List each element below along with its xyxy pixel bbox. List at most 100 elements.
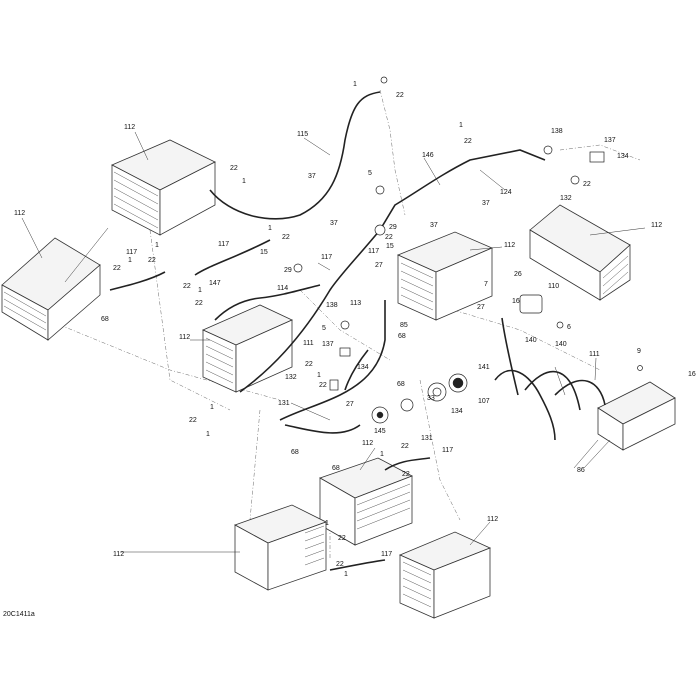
callout-20: 22 [319,382,327,389]
dashed-guide-lines [59,89,641,560]
callout-1: 1 [155,242,159,249]
callout-108: 112 [487,516,498,523]
callout-110: 111 [589,351,600,358]
callout-1: 1 [353,81,357,88]
callout-108: 112 [124,124,135,131]
callout-139: 132 [560,195,572,202]
callout-1: 1 [459,122,463,129]
callout-117: 117 [368,248,379,255]
callout-113: 115 [297,131,308,138]
callout-108: 112 [14,210,25,217]
drawing-code: 20C1411a [3,611,35,618]
callout-20: 22 [305,361,313,368]
callout-131: 131 [421,435,433,442]
battery-right [529,204,631,301]
callout-1: 1 [198,287,202,294]
callout-132: 131 [278,400,290,407]
leader-lines [21,131,646,553]
callout-137: 134 [617,153,629,160]
callout-15: 15 [260,249,268,256]
callout-20: 22 [183,283,191,290]
callout-134: 134 [451,408,463,415]
callout-27: 27 [375,262,383,269]
callout-16: 16 [688,371,696,378]
callout-68: 68 [397,381,405,388]
callout-117: 117 [442,447,453,454]
callout-147: 147 [209,280,221,287]
callout-139: 132 [285,374,297,381]
callout-1: 1 [317,372,321,379]
callout-108: 112 [179,334,190,341]
callout-33: 33 [427,395,435,402]
callout-20: 22 [396,92,404,99]
callout-1: 1 [344,571,348,578]
callout-1: 1 [210,404,214,411]
callout-37: 37 [430,222,438,229]
callout-15: 15 [386,243,394,250]
callout-20: 22 [282,234,290,241]
callout-117: 117 [381,551,392,558]
callout-labels: 1 22 112 115 1 22 138 137 134 146 5 22 1… [14,81,696,578]
callout-9: 9 [637,348,641,355]
battery-top-left [111,139,216,236]
callout-20: 22 [402,471,410,478]
callout-20: 22 [195,300,203,307]
callout-112: 113 [350,300,361,307]
callout-108: 112 [362,440,373,447]
module-box [597,381,676,451]
battery-bottom-right [398,531,492,619]
callout-20: 22 [336,561,344,568]
callout-20: 22 [583,181,591,188]
callout-7: 6 [567,324,571,331]
callout-20: 22 [464,138,472,145]
callout-115: 117 [126,249,137,256]
callout-146: 146 [422,152,434,159]
callout-20: 22 [148,257,156,264]
callout-20: 22 [338,535,346,542]
callout-37: 37 [482,200,490,207]
callout-68: 68 [291,449,299,456]
callout-127: 117 [321,254,332,261]
callout-115: 117 [218,241,229,248]
callout-114: 114 [277,285,288,292]
callout-27: 27 [477,304,485,311]
cables [109,91,606,571]
callout-108: 112 [651,222,662,229]
callout-1: 1 [206,431,210,438]
callout-140: 138 [551,128,563,135]
callout-145: 145 [374,428,386,435]
callout-5: 5 [322,325,326,332]
callout-108: 112 [504,242,515,249]
callout-11: 7 [484,281,488,288]
callout-86: 107 [478,398,490,405]
callout-16: 16 [512,298,520,305]
callout-5: 5 [368,170,372,177]
callout-68: 68 [101,316,109,323]
callout-26: 27 [346,401,354,408]
callout-137: 134 [357,364,369,371]
battery-left [1,237,101,341]
callout-108: 112 [113,551,124,558]
battery-center [396,231,494,321]
callout-111: 111 [303,340,314,347]
callout-1: 1 [325,520,329,527]
callout-20: 22 [385,234,393,241]
callout-138: 137 [322,341,334,348]
callout-1: 1 [242,178,246,185]
callout-138: 137 [604,137,616,144]
callout-37: 37 [330,220,338,227]
callout-1: 1 [268,225,272,232]
callout-29: 29 [284,267,292,274]
callout-68: 68 [332,465,340,472]
callout-20: 22 [230,165,238,172]
callout-29: 29 [389,224,397,231]
callout-140: 138 [326,302,338,309]
callout-22: 26 [514,271,522,278]
callout-143: 141 [478,364,490,371]
callout-107: 110 [548,283,559,290]
callout-1: 1 [128,257,132,264]
callout-20: 22 [401,443,409,450]
callout-37: 37 [308,173,316,180]
callout-1: 1 [380,451,384,458]
